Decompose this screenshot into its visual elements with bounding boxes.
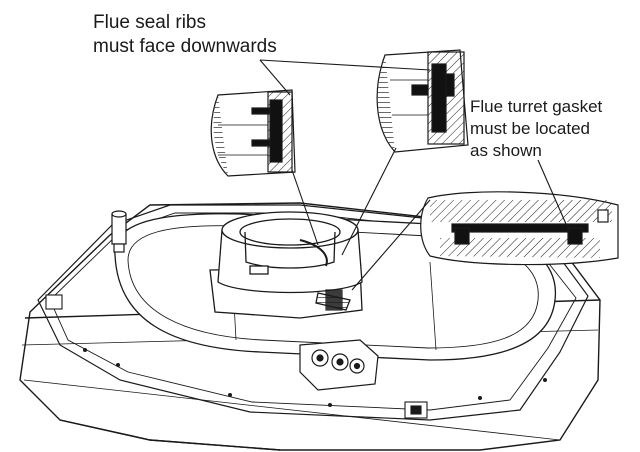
corner-clips bbox=[45, 294, 428, 419]
gasket-label-line3: as shown bbox=[470, 141, 542, 160]
gas-connection bbox=[299, 339, 379, 391]
screw-dots bbox=[83, 348, 547, 407]
flue-seal-label-line2: must face downwards bbox=[93, 36, 277, 57]
seal-detail-left bbox=[210, 89, 296, 177]
seal-detail-right bbox=[376, 49, 469, 153]
gasket-label-line2: must be located bbox=[470, 119, 591, 138]
gasket-detail bbox=[420, 191, 619, 266]
flue-seal-label-line1: Flue seal ribs bbox=[93, 12, 206, 33]
flue-turret bbox=[209, 211, 363, 319]
leader-lines bbox=[259, 59, 567, 291]
gasket-label-line1: Flue turret gasket bbox=[470, 97, 603, 116]
left-post bbox=[111, 210, 127, 253]
top-frame bbox=[37, 204, 589, 421]
